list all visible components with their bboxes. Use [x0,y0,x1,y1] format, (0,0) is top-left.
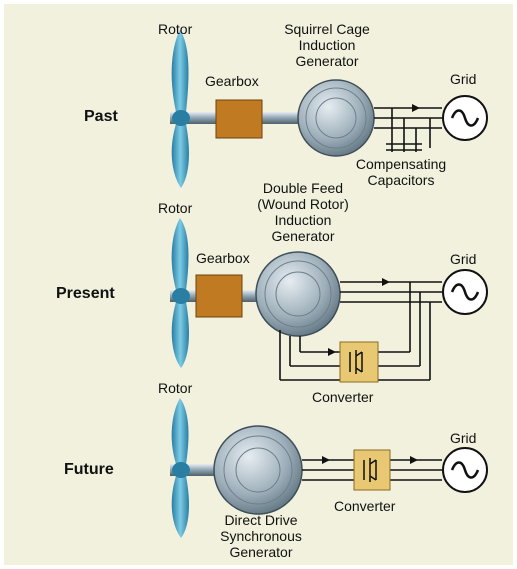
past-generator [297,79,375,157]
present-rotor-label: Rotor [158,200,193,216]
present-rotor-blade-bottom [171,302,189,368]
past-label: Past [84,108,118,125]
past-generator-ring [305,87,367,149]
past-generator-label-line-1: Squirrel Cage [284,21,370,37]
present-converter-label: Converter [312,389,374,405]
future-rotor-blade-bottom [171,476,189,538]
present-rotor-blade-top [171,218,189,290]
present-grid-label: Grid [450,251,477,267]
past-rotor-hub [172,110,190,126]
present-grid-sine-icon [450,283,480,301]
present-generator-label-line-3: Induction [274,212,332,228]
present-generator-ring [264,260,332,328]
present-rotor-hub [172,288,190,304]
future-grid-sine-icon [450,461,480,479]
present-generator-label-line-1: Double Feed [262,180,344,196]
present-generator [255,251,341,337]
past-wires [374,107,442,152]
future-rotor-label: Rotor [158,380,193,396]
present-label: Present [56,285,115,302]
future-converter-label: Converter [334,498,396,514]
row-present [170,218,488,383]
future-generator [213,425,303,515]
present-converter-icon [349,350,363,374]
present-gearbox-label: Gearbox [196,250,250,266]
present-arrow [382,278,390,286]
row-past [170,30,488,188]
future-rotor-hub [172,462,190,478]
future-arrow-right [410,456,418,464]
future-rotor-blade-top [171,398,189,464]
past-rotor-label: Rotor [158,21,193,37]
past-grid-sine-icon [450,109,480,127]
future-converter-icon [363,458,377,482]
present-gearbox [195,274,243,318]
present-generator-label-line-2: (Wound Rotor) [257,196,349,212]
present-converter [339,341,379,383]
past-grid-label: Grid [450,71,477,87]
past-capacitors-label-line-2: Capacitors [367,172,435,188]
future-label: Future [64,461,114,478]
past-generator-ring-inner [315,97,357,139]
row-future [170,398,488,538]
past-rotor-blade-bottom [171,124,189,188]
future-generator-label: Direct Drive Synchronous Generator [196,512,326,560]
future-generator-label-line-3: Generator [229,544,293,560]
past-generator-label-line-2: Induction [298,37,356,53]
past-capacitors-label-line-1: Compensating [355,156,447,172]
present-generator-ring-inner [275,271,321,317]
past-arrow [412,104,420,112]
past-gearbox [215,99,263,139]
future-generator-ring-inner [235,447,281,493]
future-generator-label-line-1: Direct Drive [224,512,298,528]
future-converter [353,449,391,491]
past-gearbox-label: Gearbox [205,73,259,89]
present-arrow-converter [328,348,336,356]
future-generator-ring [223,435,293,505]
past-generator-label-line-3: Generator [295,53,359,69]
past-generator-label: Squirrel Cage Induction Generator [262,21,392,69]
present-generator-label: Double Feed (Wound Rotor) Induction Gene… [238,180,368,244]
future-arrow-left [322,456,330,464]
future-generator-label-line-2: Synchronous [220,528,302,544]
past-capacitors-label: Compensating Capacitors [336,156,466,188]
present-generator-label-line-4: Generator [271,228,335,244]
present-wires [279,281,442,381]
past-rotor-blade-top [171,30,189,112]
future-grid-label: Grid [450,430,477,446]
